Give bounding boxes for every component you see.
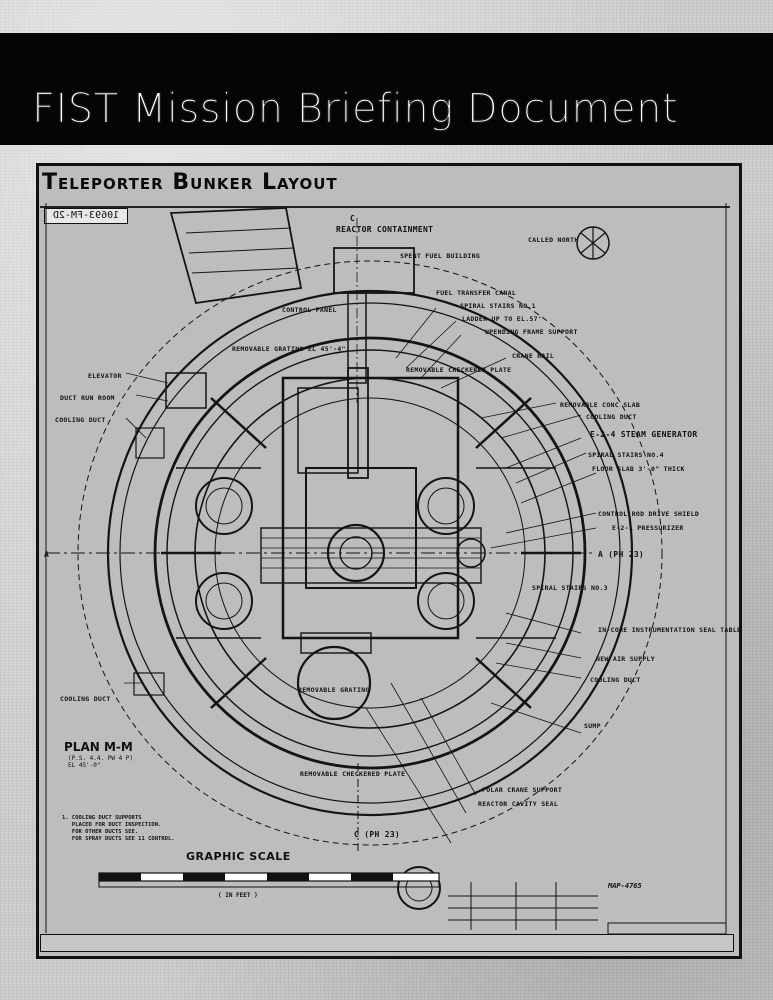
- plan-name: PLAN M-M: [64, 740, 133, 754]
- label-pressurizer: E-2-1 PRESSURIZER: [612, 524, 684, 532]
- label-cooling-duct-lower-left: COOLING DUCT: [60, 695, 111, 703]
- section-marker-a-right: A (PH 23): [598, 550, 645, 559]
- label-upending-frame: UPENDING FRAME SUPPORT: [485, 328, 578, 336]
- label-control-rod-drive-shield: CONTROL ROD DRIVE SHIELD: [598, 510, 700, 518]
- label-floor-slab: FLOOR SLAB 3'-0" THICK: [592, 465, 685, 473]
- label-polar-crane-support: POLAR CRANE SUPPORT: [482, 786, 563, 794]
- label-cooling-duct-left: COOLING DUCT: [55, 416, 106, 424]
- label-fuel-transfer-canal: FUEL TRANSFER CANAL: [436, 289, 517, 297]
- label-called-north: CALLED NORTH: [528, 236, 579, 244]
- drawing-bottom-strip: [40, 934, 734, 952]
- label-removable-conc-slab: REMOVABLE CONC SLAB: [560, 401, 641, 409]
- label-spiral-stairs-3: SPIRAL STAIRS NO.3: [532, 584, 608, 592]
- plan-subtitle: (P.S. 4.4. PW 4 P) EL 45'-0": [68, 755, 134, 769]
- section-marker-c-bottom: C (PH 23): [354, 830, 401, 839]
- label-removable-checkered-plate: REMOVABLE CHECKERED PLATE: [406, 366, 512, 374]
- label-in-core-instrumentation: IN-CORE INSTRUMENTATION SEAL TABLE: [598, 626, 742, 634]
- label-crane-rail: CRANE RAIL: [512, 352, 555, 360]
- drawing-notes: 1. COOLING DUCT SUPPORTS PLACED FOR DUCT…: [62, 815, 175, 842]
- label-control-panel: CONTROL PANEL: [282, 306, 337, 314]
- label-elevator: ELEVATOR: [88, 372, 122, 380]
- label-steam-generator: E-2-4 STEAM GENERATOR: [590, 430, 698, 439]
- header-banner: [0, 33, 773, 145]
- section-marker-a-left: A: [44, 550, 50, 559]
- label-reactor-containment: REACTOR CONTAINMENT: [336, 225, 434, 234]
- label-spiral-stairs-1: SPIRAL STAIRS NO.1: [460, 302, 536, 310]
- label-cooling-duct-right: COOLING DUCT: [586, 413, 637, 421]
- document-title: FIST Mission Briefing Document: [32, 86, 679, 133]
- label-removable-grating: REMOVABLE GRATING EL 45'-4": [232, 345, 346, 353]
- graphic-scale-unit: ( IN FEET ): [218, 892, 258, 899]
- label-reactor-cavity-seal: REACTOR CAVITY SEAL: [478, 800, 559, 808]
- label-new-air-supply: NEW AIR SUPPLY: [596, 655, 655, 663]
- drawing-title: Teleporter Bunker Layout: [42, 170, 338, 195]
- section-marker-c-top: C: [350, 214, 356, 223]
- drawing-frame: [40, 206, 730, 888]
- label-duct-run-room: DUCT RUN ROOM: [60, 394, 115, 402]
- revision-mark: MAP-4765: [608, 882, 642, 890]
- blueprint-sheet: [36, 163, 742, 959]
- label-removable-checkered-plate-lower: REMOVABLE CHECKERED PLATE: [300, 770, 406, 778]
- label-ladder: LADDER UP TO EL.57': [462, 315, 543, 323]
- label-spiral-stairs-4: SPIRAL STAIRS NO.4: [588, 451, 664, 459]
- label-sump: SUMP: [584, 722, 601, 730]
- label-cooling-duct-lower-right: COOLING DUCT: [590, 676, 641, 684]
- graphic-scale-title: GRAPHIC SCALE: [186, 850, 291, 863]
- label-removable-grating-lower: REMOVABLE GRATING: [298, 686, 370, 694]
- label-spent-fuel-building: SPENT FUEL BUILDING: [400, 252, 481, 260]
